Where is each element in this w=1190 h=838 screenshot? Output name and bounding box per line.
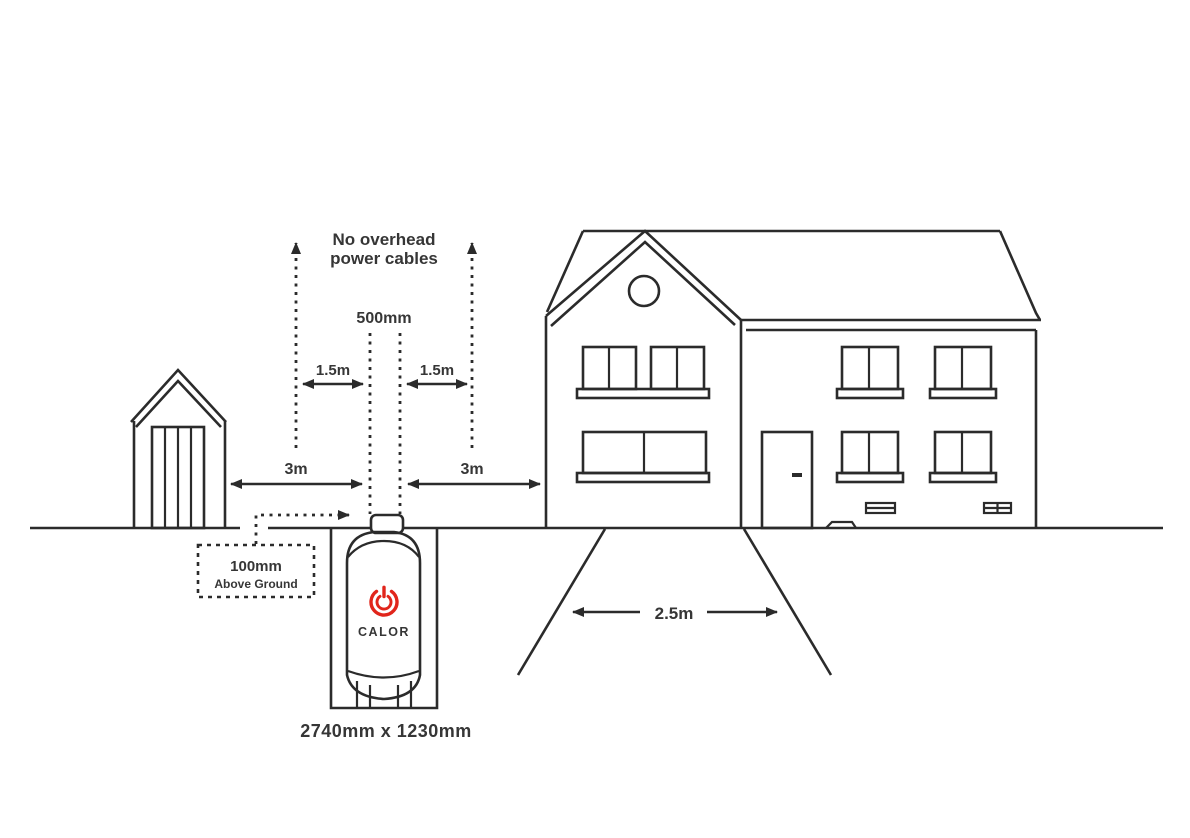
tank-size-label: 2740mm x 1230mm [300, 721, 472, 741]
front-door [760, 430, 814, 530]
gable-round-window [627, 274, 661, 308]
left-inner-clearance-label: 1.5m [316, 362, 350, 379]
door-step [825, 520, 857, 529]
window-sill [928, 387, 998, 400]
house [516, 229, 1042, 676]
house-left-hip [545, 230, 585, 313]
window-sill [928, 471, 998, 484]
front-path [516, 528, 833, 676]
window-sill [835, 471, 905, 484]
gable-outer [545, 229, 742, 321]
path-width-label: 2.5m [655, 604, 694, 623]
window-sill [575, 471, 711, 484]
calor-logo-icon [369, 585, 399, 617]
window-sill [575, 387, 711, 400]
shed-door-planks [163, 427, 193, 528]
above-ground-line2: Above Ground [214, 577, 297, 591]
window-sill [835, 387, 905, 400]
shed-roof-inner [135, 379, 222, 428]
overhead-warning-line1: No overhead [333, 230, 436, 249]
above-ground-line1: 100mm [230, 558, 282, 575]
tank-body [345, 530, 422, 701]
tank-top-seam [347, 539, 420, 558]
left-clearance-label: 3m [284, 461, 307, 478]
above-ground-pointer [254, 510, 350, 544]
overhead-warning-line2: power cables [330, 249, 438, 268]
tank-pit [329, 528, 439, 710]
shed-roof-outer [130, 368, 227, 423]
right-inner-clearance-label: 1.5m [420, 362, 454, 379]
above-ground-box [196, 543, 316, 599]
air-vent [864, 501, 897, 515]
shed [130, 368, 227, 530]
right-clearance-label: 3m [460, 461, 483, 478]
tank-bottom-seam [347, 669, 420, 679]
calor-brand-label: CALOR [358, 625, 410, 639]
tank-legs [355, 681, 413, 707]
tank-valve-cap [369, 513, 405, 535]
dimension-annotations: No overhead power cables 500mm 1.5m 1.5m… [196, 230, 778, 741]
gable-inner [550, 240, 736, 327]
underground-tank: CALOR [329, 513, 439, 710]
valve-clearance-label: 500mm [356, 310, 411, 327]
air-vent [982, 501, 1013, 515]
house-right-hip [998, 230, 1042, 321]
